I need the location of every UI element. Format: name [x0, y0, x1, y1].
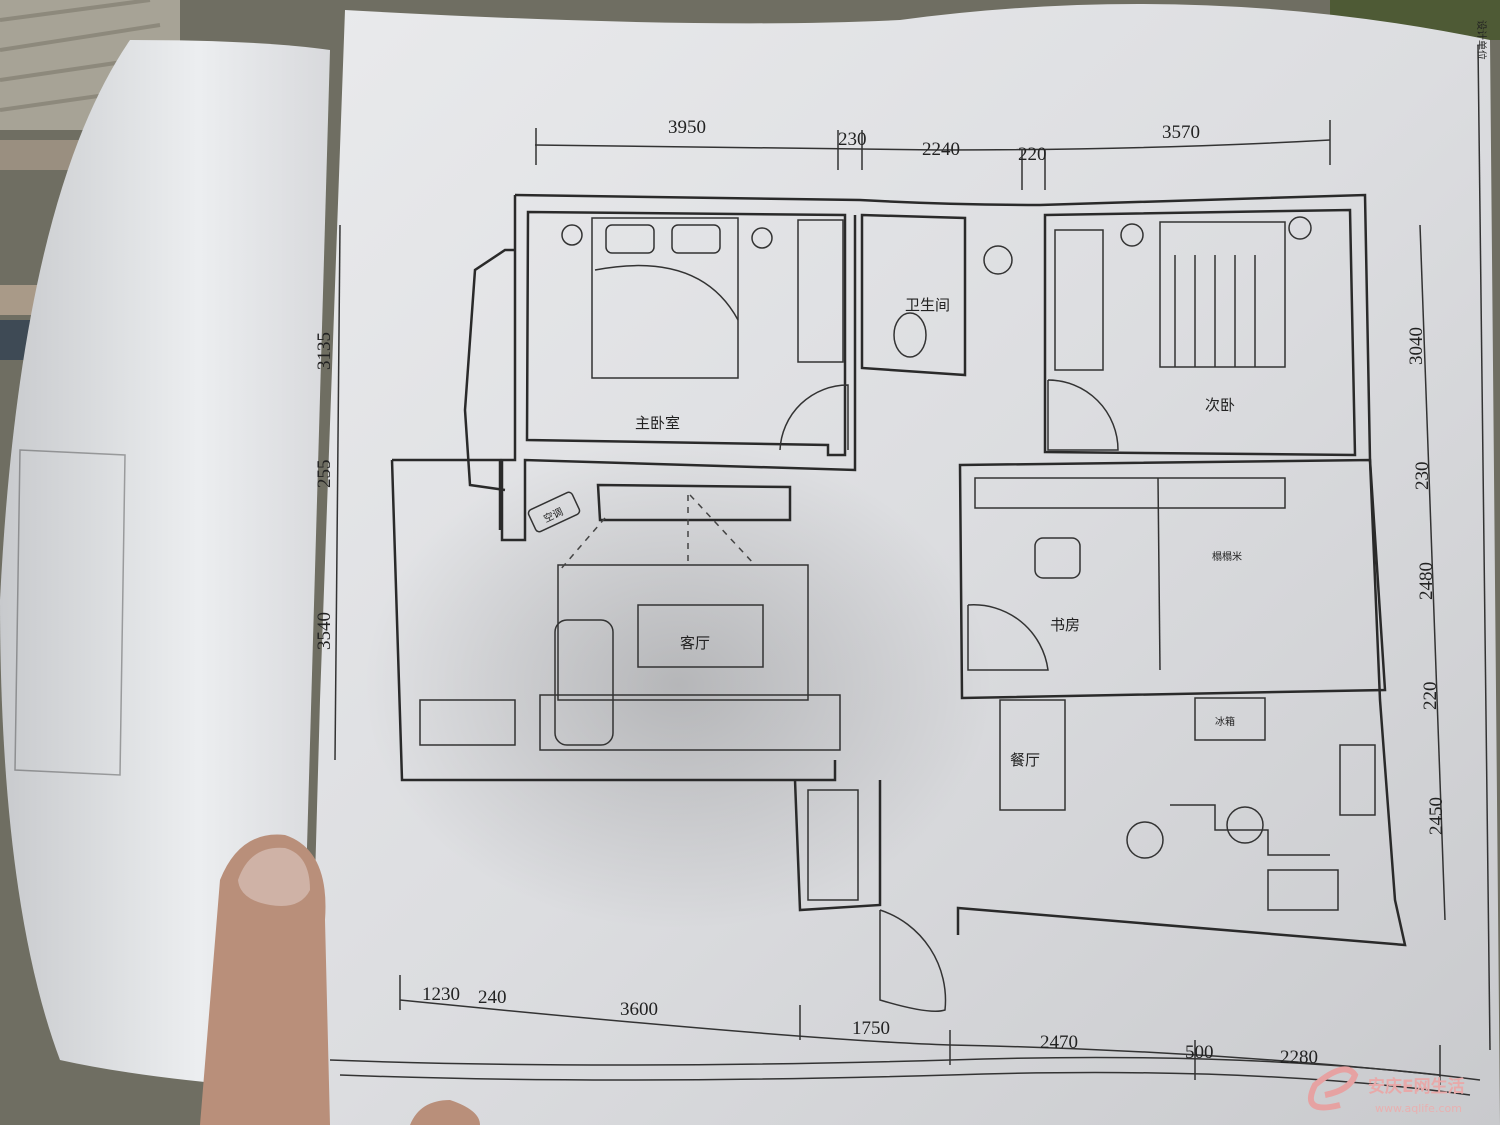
dim-top-1: 3950 [668, 117, 706, 138]
dim-top-5: 3570 [1162, 122, 1200, 143]
dim-bottom-6: 500 [1185, 1042, 1214, 1063]
kitchen [419, 697, 1376, 911]
label-study: 书房 [1050, 616, 1080, 634]
dim-right-3: 2480 [1416, 562, 1437, 600]
dim-bottom-3: 3600 [620, 999, 658, 1020]
study-cabinets [974, 477, 1286, 671]
door-master [779, 384, 849, 451]
dim-top-2: 230 [838, 129, 867, 150]
door-study [967, 604, 1049, 671]
dim-bottom-1: 1230 [422, 984, 460, 1005]
dim-right-2: 230 [1412, 462, 1433, 491]
wardrobe-second [1054, 229, 1104, 371]
walls [390, 193, 1407, 947]
door-second [1047, 379, 1119, 451]
dim-right-1: 3040 [1406, 327, 1427, 365]
dim-left-1: 3135 [314, 332, 335, 370]
label-bathroom: 卫生间 [905, 296, 950, 314]
dim-bottom-7: 2280 [1280, 1047, 1318, 1068]
door-entry [879, 909, 947, 1012]
master-bed [561, 217, 773, 379]
dim-top-3: 2240 [922, 139, 960, 160]
dim-right-4: 220 [1420, 682, 1441, 711]
label-master-bedroom: 主卧室 [635, 414, 680, 432]
watermark-brand: 安庆E网生活 [1368, 1076, 1465, 1097]
rolled-page [0, 40, 330, 1090]
title-block-label: 设计单位 [1475, 20, 1488, 60]
dim-bottom-4: 1750 [852, 1018, 890, 1039]
dimension-lines [334, 120, 1446, 1085]
label-living-room: 客厅 [680, 634, 710, 652]
label-second-bedroom: 次卧 [1205, 396, 1235, 414]
label-tatami: 榻榻米 [1212, 550, 1242, 563]
watermark-url: www.aqlife.com [1375, 1102, 1462, 1115]
wardrobe-master [797, 219, 844, 363]
label-dining-room: 餐厅 [1010, 751, 1040, 769]
dim-top-4: 220 [1018, 144, 1047, 165]
dim-left-2: 255 [314, 460, 335, 489]
dim-left-3: 3540 [314, 612, 335, 650]
living-furniture [527, 491, 841, 751]
label-fridge: 冰箱 [1215, 715, 1235, 728]
second-bed [1120, 216, 1312, 368]
dim-bottom-5: 2470 [1040, 1032, 1078, 1053]
hand [200, 834, 480, 1125]
toilet [893, 245, 1013, 358]
dim-right-5: 2450 [1426, 797, 1447, 835]
dim-bottom-2: 240 [478, 987, 507, 1008]
watermark: 安庆E网生活 www.aqlife.com [1307, 1066, 1465, 1115]
